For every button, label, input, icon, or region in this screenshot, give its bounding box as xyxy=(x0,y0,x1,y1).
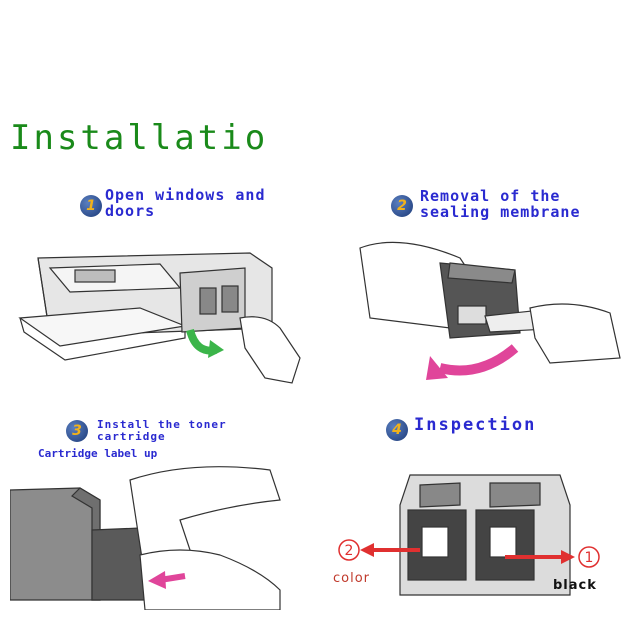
step-1-line1: Open windows and xyxy=(105,186,266,204)
printer-illustration xyxy=(18,252,301,384)
inspection-illustration: 2 1 xyxy=(338,474,600,596)
black-label: black xyxy=(553,578,597,593)
step-3-number: 3 xyxy=(72,423,82,439)
step-3-text: Install the toner cartridge xyxy=(97,419,227,443)
step-1-line2: doors xyxy=(105,202,156,220)
page-title: Installatio xyxy=(10,118,269,158)
step-3-line1: Install the toner xyxy=(97,418,227,431)
step-1-text: Open windows and doors xyxy=(105,187,266,219)
black-callout-number: 1 xyxy=(585,550,594,566)
step-4-text: Inspection xyxy=(414,415,537,435)
sealing-membrane-illustration xyxy=(359,241,621,380)
step-1-number: 1 xyxy=(86,198,96,214)
step-1-badge: 1 xyxy=(80,195,102,217)
color-callout-number: 2 xyxy=(345,543,354,559)
step-4-line1: Inspection xyxy=(414,415,537,435)
step-4-number: 4 xyxy=(392,422,402,438)
step-3-line2: cartridge xyxy=(97,430,166,443)
step-2-line1: Removal of the xyxy=(420,187,561,205)
install-cartridge-illustration xyxy=(10,466,281,610)
step-3-badge: 3 xyxy=(66,420,88,442)
step-3-note: Cartridge label up xyxy=(38,447,158,460)
step-2-text: Removal of the sealing membrane xyxy=(420,188,581,220)
step-2-number: 2 xyxy=(397,198,407,214)
step-4-badge: 4 xyxy=(386,419,408,441)
color-label: color xyxy=(333,571,371,586)
step-2-badge: 2 xyxy=(391,195,413,217)
step-2-line2: sealing membrane xyxy=(420,203,581,221)
